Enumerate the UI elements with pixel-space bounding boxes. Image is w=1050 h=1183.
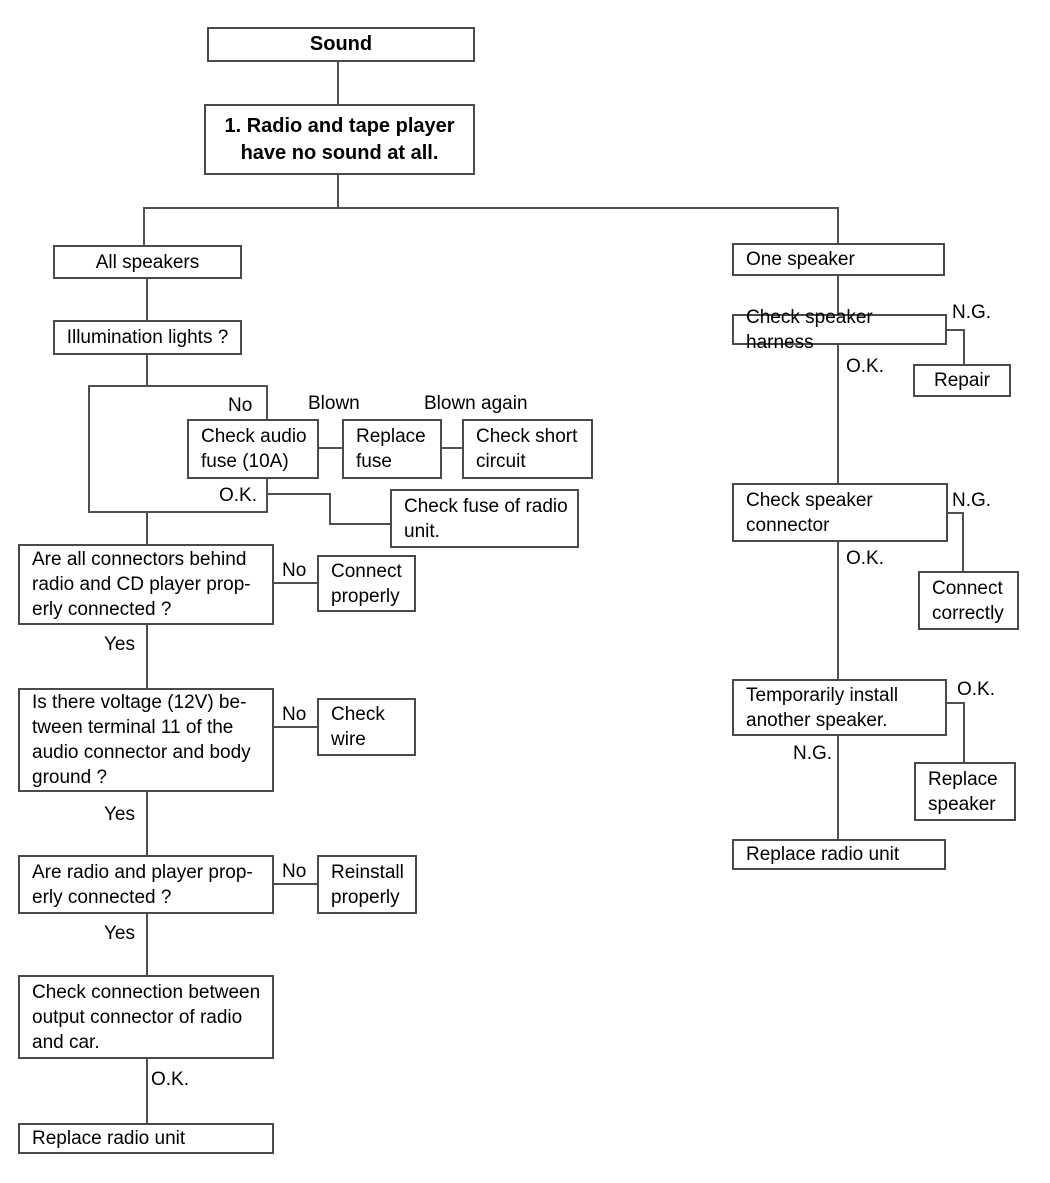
connector-line [146,512,148,544]
edge-label-harness-ok: O.K. [846,356,885,377]
node-all-speakers: All speakers [53,245,242,279]
edge-label-temp-ng: N.G. [793,743,833,764]
node-problem-statement: 1. Radio and tape player have no sound a… [204,104,475,175]
connector-line [146,791,148,855]
connector-line [146,624,148,688]
connector-line [837,735,839,839]
edge-label-voltage-no: No [282,704,307,725]
connector-line [318,447,343,449]
connector-line [267,493,331,495]
edge-label-connectors-no: No [282,560,307,581]
connector-line [273,582,318,584]
node-connect-properly: Connect properly [317,555,416,612]
node-one-speaker: One speaker [732,243,945,276]
connector-line [146,1058,148,1123]
node-replace-radio-unit-left: Replace radio unit [18,1123,274,1154]
edge-label-connector-ok: O.K. [846,548,885,569]
connector-line [273,883,318,885]
connector-line [329,523,391,525]
connector-line [146,278,148,320]
node-replace-fuse: Replace fuse [342,419,442,479]
edge-label-connection-ok: O.K. [151,1069,190,1090]
connector-line [946,329,965,331]
edge-label-fuse-ok: O.K. [219,485,258,506]
node-replace-radio-unit-right: Replace radio unit [732,839,946,870]
connector-line [337,174,339,209]
node-sound-title: Sound [207,27,475,62]
edge-label-connector-ng: N.G. [952,490,992,511]
edge-label-harness-ng: N.G. [952,302,992,323]
node-check-connection: Check connection between output connecto… [18,975,274,1059]
connector-line [337,61,339,104]
edge-label-voltage-yes: Yes [104,804,135,825]
node-check-fuse-of-radio-unit: Check fuse of radio unit. [390,489,579,548]
edge-label-fuse-no: No [228,395,253,416]
connector-line [963,329,965,364]
connector-line [143,207,839,209]
edge-label-connectors-yes: Yes [104,634,135,655]
node-check-wire: Check wire [317,698,416,756]
edge-label-radio-yes: Yes [104,923,135,944]
connector-line [273,726,318,728]
connector-line [962,512,964,571]
connector-line [146,354,148,385]
node-replace-speaker: Replace speaker [914,762,1016,821]
node-reinstall-properly: Reinstall properly [317,855,417,914]
connector-line [947,512,964,514]
node-connect-correctly: Connect correctly [918,571,1019,630]
edge-label-radio-no: No [282,861,307,882]
node-check-speaker-harness: Check speaker harness [732,307,947,353]
edge-label-temp-ok: O.K. [957,679,996,700]
connector-line [837,344,839,483]
node-voltage-question: Is there voltage (12V) be- tween termina… [18,688,274,792]
edge-label-blown: Blown [308,393,360,414]
node-radio-player-question: Are radio and player prop- erly connecte… [18,855,274,914]
connector-line [837,207,839,243]
connector-line [146,913,148,975]
connector-line [329,493,331,525]
connector-line [441,447,463,449]
connector-line [837,541,839,679]
node-connectors-question: Are all connectors behind radio and CD p… [18,544,274,625]
edge-label-blown-again: Blown again [424,393,528,414]
node-repair: Repair [913,364,1011,397]
connector-line [946,702,965,704]
connector-line [963,702,965,762]
node-check-audio-fuse: Check audio fuse (10A) [187,419,319,479]
node-illumination-lights: Illumination lights ? [53,320,242,355]
connector-line [143,207,145,245]
node-temporarily-install-speaker: Temporarily install another speaker. [732,679,947,736]
node-check-speaker-connector: Check speaker connector [732,483,948,542]
connector-line [837,275,839,314]
node-check-short-circuit: Check short circuit [462,419,593,479]
